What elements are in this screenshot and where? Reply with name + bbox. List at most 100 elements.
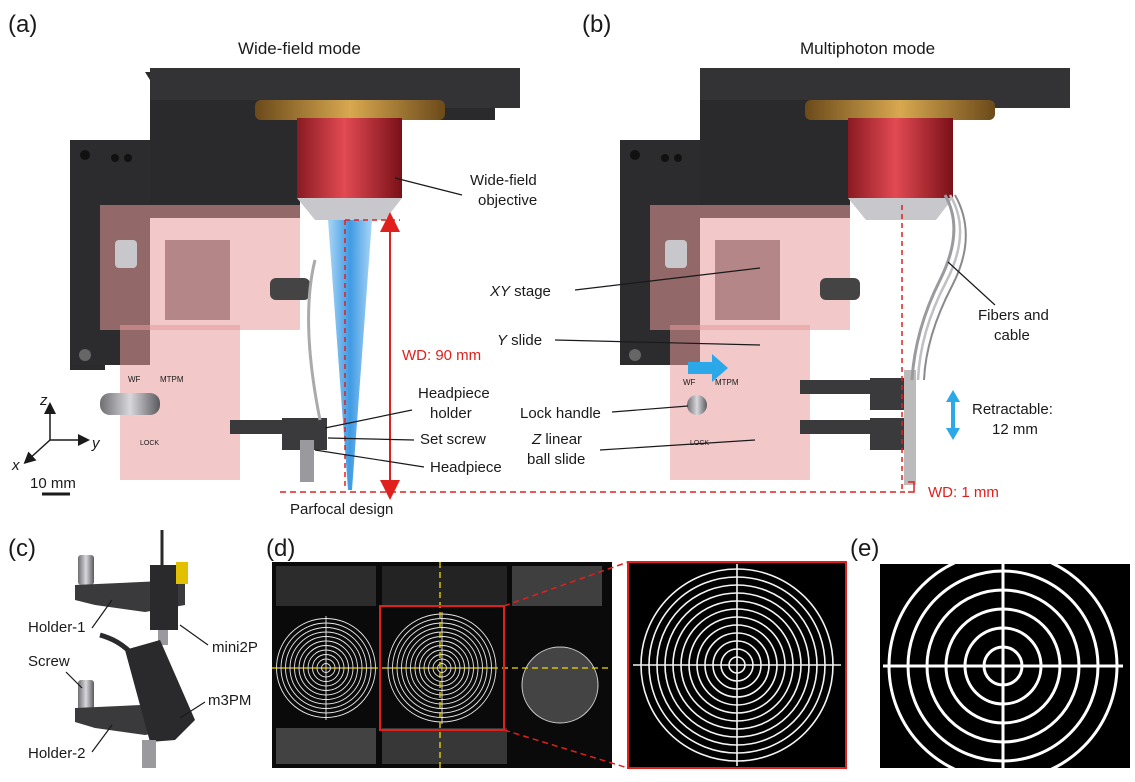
- fibers-label-1: Fibers and: [978, 307, 1049, 324]
- panel-d: (d): [266, 535, 847, 769]
- headpiece-b: [904, 370, 916, 485]
- panel-a-title: Wide-field mode: [238, 39, 361, 58]
- stage-knob-a: [115, 240, 137, 268]
- holder1-label: Holder-1: [28, 619, 86, 636]
- retract-arrow: [946, 390, 960, 440]
- y-slide-leader: [554, 339, 761, 346]
- holder2-label: Holder-2: [28, 745, 86, 762]
- panel-c: (c) Holder-1 mini2P Screw m3PM Holder-2: [8, 530, 258, 768]
- objective-ring-a: [255, 100, 445, 120]
- objective-body-a: [297, 118, 402, 198]
- cable-a: [307, 259, 322, 421]
- holder-label-1: Headpiece: [418, 385, 490, 402]
- zslide-label-1: Z linear: [531, 431, 582, 448]
- lock-handle-label: Lock handle: [520, 405, 601, 422]
- fibers-leader: [947, 261, 996, 306]
- holder-leader: [324, 409, 413, 429]
- m3pm-tip: [142, 740, 156, 768]
- zoom-box: [379, 605, 505, 731]
- objective-tip-a: [297, 198, 402, 220]
- holder2-leader: [91, 724, 113, 753]
- retract-label-1: Retractable:: [972, 401, 1053, 418]
- holder2-screw: [78, 680, 94, 710]
- screw-hole: [629, 349, 641, 361]
- zslide-leader: [599, 439, 756, 451]
- grid-patch-tl: [276, 566, 376, 606]
- xy-stage-leader: [574, 267, 761, 291]
- objective-label-a-1: Wide-field: [470, 172, 537, 189]
- screw-hole: [630, 150, 640, 160]
- screw-hole: [674, 154, 682, 162]
- grid-patch-tm: [382, 566, 507, 606]
- holder1-leader: [91, 599, 113, 629]
- stage-roller-b: [820, 278, 860, 300]
- objective-tip-b: [848, 198, 953, 220]
- lock-label-a: LOCK: [140, 440, 159, 447]
- wf-label-a: WF: [128, 375, 141, 384]
- mini2p-label: mini2P: [212, 639, 258, 656]
- y-slide-label: Y slide: [497, 332, 542, 349]
- m3pm-label: m3PM: [208, 692, 251, 709]
- wd-bracket-b: [908, 481, 915, 493]
- mini2p-tip: [158, 630, 168, 645]
- headpiece-leader: [314, 449, 425, 468]
- mini2p-leader: [179, 624, 209, 646]
- fibers-label-2: cable: [994, 327, 1030, 344]
- screw-hole: [661, 154, 669, 162]
- panel-e-letter: (e): [850, 535, 879, 562]
- objective-leader-a: [394, 177, 463, 196]
- grid-patch-bm: [382, 728, 507, 764]
- wf-label-b: WF: [683, 378, 696, 387]
- screw-hole: [80, 150, 90, 160]
- m3pm-cable: [99, 632, 132, 654]
- wide-field-beam: [328, 220, 372, 490]
- panel-a-letter: (a): [8, 11, 37, 38]
- panel-e: (e): [850, 535, 1130, 768]
- stage-detail-b: [715, 240, 780, 320]
- headpiece-a: [300, 440, 314, 482]
- objective-ring-b: [805, 100, 995, 120]
- wd-label-b: WD: 1 mm: [928, 484, 999, 501]
- panel-c-letter: (c): [8, 535, 36, 562]
- zslide-label-2: ball slide: [527, 451, 585, 468]
- headpiece-label: Headpiece: [430, 459, 502, 476]
- screw-label: Screw: [28, 653, 70, 670]
- objective-label-a-2: objective: [478, 192, 537, 209]
- screw-hole: [79, 349, 91, 361]
- screw-leader: [65, 671, 83, 689]
- stage-roller-a: [270, 278, 310, 300]
- mini2p-connector: [176, 562, 188, 584]
- panel-b-title: Multiphoton mode: [800, 39, 935, 58]
- lock-handle-leader: [611, 405, 689, 413]
- set-screw-label: Set screw: [420, 431, 486, 448]
- wd-label-a: WD: 90 mm: [402, 347, 481, 364]
- grid-patch-bl: [276, 728, 376, 764]
- fiber-cable-3: [923, 194, 967, 381]
- grid-patch-tr: [512, 566, 602, 606]
- m3pm-body: [125, 640, 195, 742]
- slide-direction-arrow: [688, 354, 728, 382]
- mtpm-label-b: MTPM: [715, 378, 739, 387]
- holder-label-2: holder: [430, 405, 472, 422]
- retract-label-2: 12 mm: [992, 421, 1038, 438]
- stage-knob-b: [665, 240, 687, 268]
- panel-a: (a) Wide-field mode WF MTPM LOCK: [8, 11, 905, 518]
- target-rings-e: [883, 564, 1123, 768]
- panel-b-letter: (b): [582, 11, 611, 38]
- target-d-right: [521, 646, 599, 724]
- zoom-leader-top: [503, 561, 629, 607]
- mtpm-label-a: MTPM: [160, 375, 184, 384]
- screw-hole: [124, 154, 132, 162]
- axis-x-label: x: [11, 457, 20, 474]
- axes-indicator: z y x: [11, 392, 101, 474]
- set-screw-leader: [327, 437, 415, 441]
- axis-y-label: y: [91, 435, 101, 452]
- parfocal-label: Parfocal design: [290, 501, 393, 518]
- stage-detail-a: [165, 240, 230, 320]
- fiber-cable-2: [916, 194, 962, 381]
- panel-d-letter: (d): [266, 535, 295, 562]
- screw-hole: [111, 154, 119, 162]
- zoom-leader-bottom: [503, 729, 629, 769]
- xy-stage-label: XY stage: [489, 283, 551, 300]
